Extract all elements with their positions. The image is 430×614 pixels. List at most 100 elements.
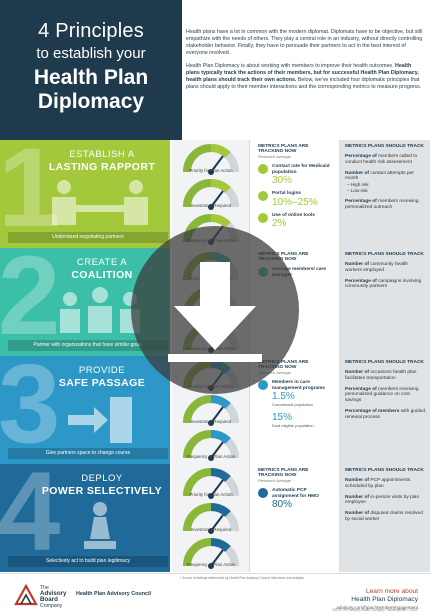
metrics-should-track-panel: METRICS PLANS SHOULD TRACK Number of occa… xyxy=(339,356,430,464)
track-item-bold: Number of xyxy=(345,370,369,375)
gauge-investment xyxy=(181,393,241,427)
gauge-priority xyxy=(181,466,241,500)
principle-heading-line1: PROVIDE xyxy=(78,365,126,376)
principle-caption: Understand negotiating partners xyxy=(8,232,168,243)
metric-subtext: Dual-eligible population xyxy=(272,423,314,429)
footer: * Source is findings determined by Healt… xyxy=(0,573,430,614)
track-item-text: PCP appointments scheduled by plan xyxy=(345,478,411,489)
gauge-investment xyxy=(181,177,241,211)
track-item-bold: Percentage of members xyxy=(345,408,400,414)
principle-heading-line1: DEPLOY xyxy=(81,473,123,484)
phone-icon xyxy=(258,380,268,390)
logo-line1: The xyxy=(40,585,49,591)
metric-subtext: Commercial population xyxy=(272,402,313,408)
title-line2: to establish your xyxy=(36,45,146,62)
track-item-bold: Percentage of xyxy=(345,154,377,159)
track-item-bold: Number of xyxy=(345,262,369,267)
track-item: Percentage of members with guided renewa… xyxy=(345,409,426,421)
metric-value: 10%–25% xyxy=(272,196,318,208)
metrics-should-track-title: METRICS PLANS SHOULD TRACK xyxy=(345,360,424,365)
track-item-bold: Number of xyxy=(345,511,369,517)
metrics-now-subtitle: Research Average xyxy=(258,478,291,483)
intro-p2-bold: Health plans typically track the actions… xyxy=(186,63,419,83)
council-name: Health Plan Advisory Council xyxy=(76,591,151,597)
metrics-now-title: METRICS PLANS ARE TRACKING NOW xyxy=(258,360,309,370)
track-item-bold: Percentage of xyxy=(345,386,377,392)
metric-value: 15% xyxy=(272,412,293,424)
metrics-now-title: METRICS PLANS ARE TRACKING NOW xyxy=(258,468,309,478)
gauge-label-priority: Priority for Plan Action xyxy=(189,168,233,173)
gauge-label-investment: Investment Required xyxy=(190,419,232,424)
track-item: Number of in-person visits by plan emplo… xyxy=(345,495,426,507)
intro-text: Health plans have a lot in common with t… xyxy=(186,29,424,97)
principle-caption: Give partners space to change course xyxy=(8,448,168,459)
metric-value: 1.5% xyxy=(272,391,295,403)
track-item-text: contact attempts per month xyxy=(345,170,414,182)
track-item-text: members receiving personalized guidance … xyxy=(345,386,419,404)
track-item: Number of community health workers emplo… xyxy=(345,262,426,274)
laptop-icon xyxy=(258,212,268,223)
principle-number: 3 xyxy=(0,356,61,464)
principle-heading-line2: LASTING RAPPORT xyxy=(48,161,156,173)
track-item: Number of occasions health plan facilita… xyxy=(345,370,426,382)
principle-number: 1 xyxy=(0,140,61,248)
principle-number: 2 xyxy=(0,248,61,356)
logo-text: The Advisory Board Company xyxy=(40,585,66,609)
track-subitem: – Low risk xyxy=(347,188,368,194)
gauge-label-investment: Investment Required xyxy=(190,203,232,208)
logo-line2: Advisory xyxy=(40,590,67,597)
download-arrow-icon[interactable] xyxy=(162,258,268,364)
intro-p2-a: Health Plan Diplomacy is about working w… xyxy=(186,63,396,69)
track-item: Percentage of members receiving personal… xyxy=(345,199,426,211)
metric-label: Automatic PCP assignment for HMO xyxy=(272,488,319,499)
principle-number: 4 xyxy=(0,464,61,572)
gauge-frequency xyxy=(181,428,241,462)
metrics-now-subtitle: Research Average xyxy=(258,370,291,375)
metric-label: Use of online tools xyxy=(272,212,315,218)
learn-more-link[interactable]: advisory.com/hpac/memberengagement xyxy=(336,605,418,610)
gauge-priority xyxy=(181,142,241,176)
track-item: Percentage of members receiving personal… xyxy=(345,387,426,404)
metric-label: Contact rate for Medicaid population xyxy=(272,164,330,175)
footnote: * Source is findings determined by Healt… xyxy=(180,576,305,580)
track-item-bold: Number of xyxy=(345,170,369,176)
gauge-label-priority: Priority for Plan Action xyxy=(189,492,233,497)
track-item-text: campaigns involving community partners xyxy=(345,278,422,290)
metrics-now-title: METRICS PLANS ARE TRACKING NOW xyxy=(258,144,309,154)
track-item-bold: Number of xyxy=(345,478,369,483)
track-item-text: occasions health plan facilitates transp… xyxy=(345,370,417,381)
track-subitem: – High risk xyxy=(347,182,369,188)
metric-value: 80% xyxy=(272,499,293,511)
track-item-text: members receiving personalized outreach xyxy=(345,199,419,210)
logo-line3: Board xyxy=(40,596,58,603)
intro-p2-c: Below, we've included four diplomatic pr… xyxy=(186,77,422,90)
track-item-bold: Percentage of xyxy=(345,278,377,284)
principle-heading-line2: SAFE PASSAGE xyxy=(58,377,146,389)
principle-heading-line2: POWER SELECTIVELY xyxy=(41,485,163,497)
handshake-icon xyxy=(30,175,170,229)
track-item-text: members called to conduct health risk as… xyxy=(345,154,418,165)
gauge-frequency xyxy=(181,536,241,570)
track-item-text: with guided renewal process xyxy=(345,408,425,420)
learn-more-line2: Health Plan Diplomacy xyxy=(351,596,418,603)
learn-more[interactable]: Learn more about Health Plan Diplomacy a… xyxy=(336,588,418,612)
gauge-investment xyxy=(181,501,241,535)
metric-value: 2% xyxy=(272,218,287,230)
laptop-icon xyxy=(258,191,268,202)
principle-caption: Partner with organizations that have sim… xyxy=(8,340,168,351)
metrics-now-subtitle: Research Average xyxy=(258,154,291,159)
